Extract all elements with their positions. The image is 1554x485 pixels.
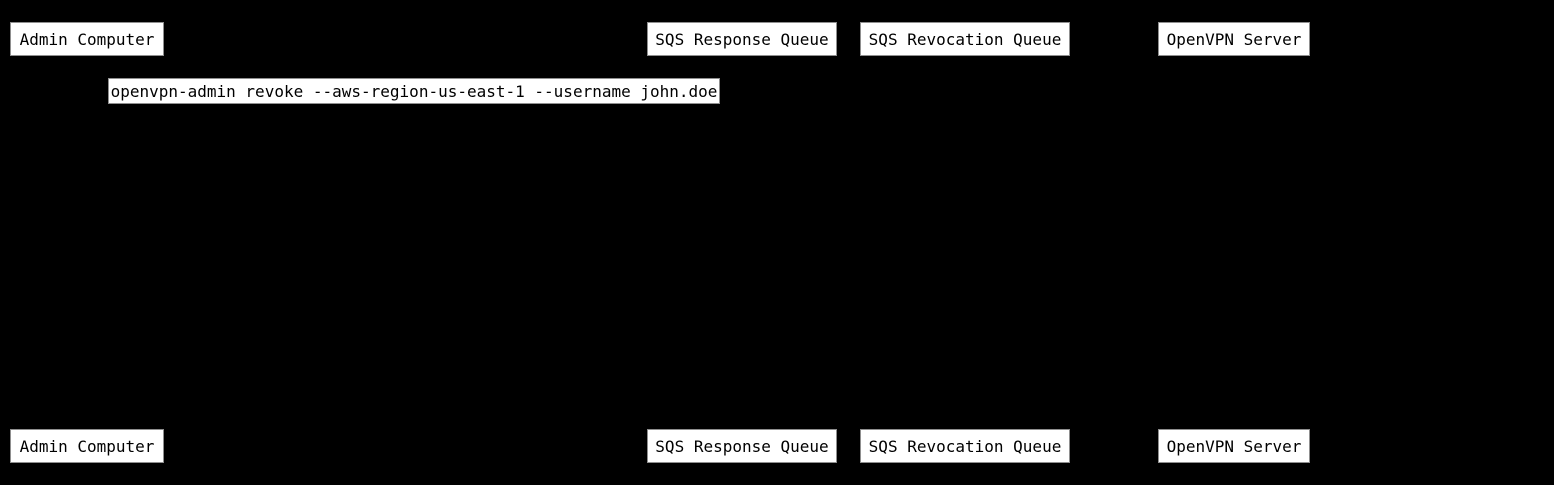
participant-top-openvpn-server: OpenVPN Server [1158,22,1310,56]
lifeline-openvpn-server [1233,56,1234,429]
lifeline-sqs-revocation-queue [964,56,965,429]
participant-top-sqs-revocation-queue: SQS Revocation Queue [860,22,1070,56]
participant-top-admin-computer: Admin Computer [10,22,164,56]
participant-bottom-admin-computer: Admin Computer [10,429,164,463]
participant-bottom-sqs-revocation-queue: SQS Revocation Queue [860,429,1070,463]
participant-bottom-openvpn-server: OpenVPN Server [1158,429,1310,463]
message-label-revoke-command: openvpn-admin revoke --aws-region-us-eas… [108,78,720,104]
participant-top-sqs-response-queue: SQS Response Queue [647,22,837,56]
lifeline-sqs-response-queue [741,56,742,429]
lifeline-admin-computer [86,56,87,429]
participant-bottom-sqs-response-queue: SQS Response Queue [647,429,837,463]
